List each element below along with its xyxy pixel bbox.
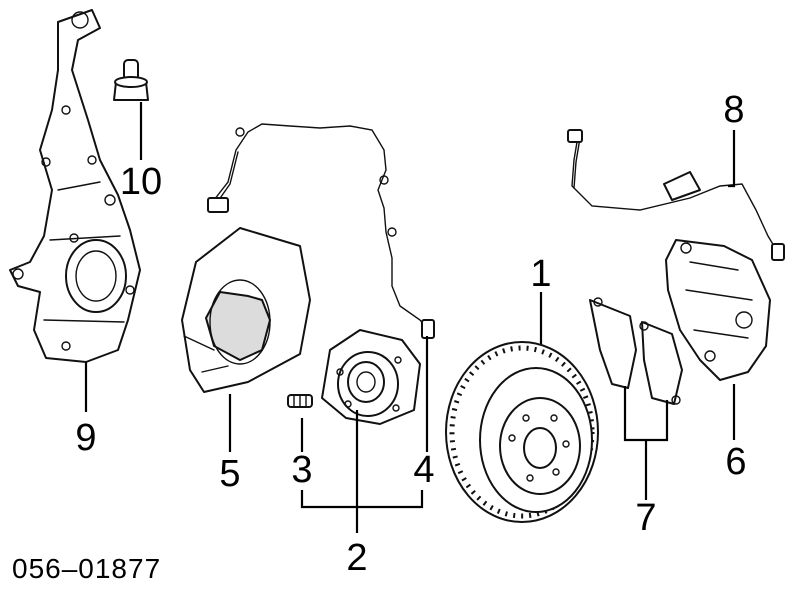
callout-9: 9: [75, 417, 96, 459]
diagram-reference-code: 056–01877: [12, 553, 161, 584]
callout-6: 6: [725, 441, 746, 483]
brake-hose-part: [567, 129, 785, 261]
callout-7: 7: [635, 497, 656, 539]
brake-caliper-part: [665, 239, 771, 381]
wheel-stud-part: [287, 394, 313, 408]
callout-leader-lines: [84, 102, 736, 533]
callout-5: 5: [219, 453, 240, 495]
callout-3: 3: [291, 449, 312, 491]
hub-bearing-assembly-part: [321, 329, 421, 425]
callout-10: 10: [120, 161, 162, 203]
brake-rotor-part: [445, 341, 599, 523]
wheel-speed-sensor-part: [207, 123, 435, 339]
callout-2: 2: [346, 537, 367, 579]
brake-pad-set-part: [589, 297, 683, 405]
ball-joint-stud-part: [113, 59, 149, 101]
callout-4: 4: [413, 449, 434, 491]
steering-knuckle-part: [9, 9, 141, 363]
dust-shield-part: [181, 227, 311, 393]
callout-1: 1: [530, 253, 551, 295]
callout-8: 8: [723, 89, 744, 131]
